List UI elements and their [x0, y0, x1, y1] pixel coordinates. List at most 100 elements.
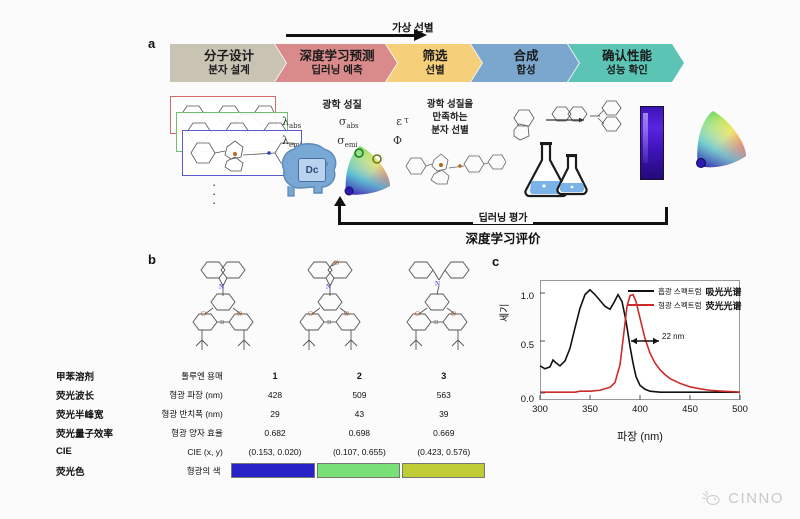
step-cn-label: 分子设计: [203, 48, 254, 63]
svg-text:O: O: [415, 310, 420, 318]
row-label-cn: 甲苯溶剂: [56, 371, 95, 383]
row-label-cn: 荧光波长: [56, 390, 95, 402]
cie-diagram-result: [696, 111, 746, 168]
cell-value: 39: [439, 408, 449, 419]
symbol-sigma-emi: σemi: [337, 134, 358, 150]
svg-text:B: B: [434, 319, 439, 326]
symbol-sigma-abs: σabs: [338, 115, 359, 131]
row-label-cn: 荧光半峰宽: [56, 409, 104, 421]
legend-label-cn: 荧光光谱: [705, 300, 742, 311]
panel-a-letter: a: [148, 36, 156, 51]
svg-text:O: O: [344, 310, 349, 318]
step-molecular-design[interactable]: 分子设计 분자 설계: [170, 44, 286, 82]
panel-c-letter: c: [492, 254, 500, 269]
panel-c-spectra: c 0.0 0.5 1.0 300 350 400 450 500 세기 파장 …: [488, 248, 800, 458]
cell-value: 0.682: [264, 427, 286, 438]
legend-swatch-emission: [628, 304, 654, 306]
watermark-text: CINNO: [728, 490, 784, 507]
cell-value: (0.153, 0.020): [248, 446, 302, 457]
optical-symbol-row-2: λemi σemi Φ: [282, 134, 402, 149]
step-kr-label: 성능 확인: [606, 64, 648, 77]
color-swatch-1: [231, 463, 315, 478]
synthesis-flasks-icon: [524, 142, 588, 198]
row-label-kr: 형광 양자 효율: [171, 427, 223, 438]
ytick-1: 0.5: [520, 340, 534, 351]
xtick-0: 300: [532, 404, 548, 415]
step-cn-label: 确认性能: [601, 48, 652, 63]
ellipsis-vertical: ···: [212, 177, 217, 210]
cell-value: 1: [272, 370, 278, 381]
svg-text:O: O: [334, 259, 339, 267]
xtick-1: 350: [582, 404, 598, 415]
compound-structures-row: N O O B: [175, 256, 485, 364]
row-label-cn: CIE: [56, 446, 72, 457]
screened-molecules-sketch: [405, 153, 506, 185]
optical-properties-block: 광학 성질 λabs σabs ε λemi σemi Φ τ: [272, 96, 412, 149]
color-swatch-3: [401, 463, 485, 478]
svg-text:N: N: [219, 283, 224, 291]
compound-structure-2: O N O O B: [299, 259, 361, 350]
symbol-epsilon: ε: [396, 115, 402, 128]
virtual-screening-label: 가상 선별: [392, 22, 434, 34]
legend-item-absorption: 흡광 스펙트럼 吸光光谱: [628, 284, 742, 298]
cell-value: 43: [354, 408, 365, 419]
legend-label-cn: 吸光光谱: [705, 286, 742, 297]
svg-text:O: O: [201, 310, 206, 318]
ytick-2: 1.0: [520, 291, 534, 302]
panel-b-letter: b: [148, 252, 156, 267]
symbol-tau: τ: [404, 116, 409, 126]
step-screening[interactable]: 筛选 선별: [386, 44, 482, 82]
compound-structure-1: N O O B: [192, 261, 254, 350]
spectra-plot-area: [540, 280, 740, 400]
row-label-cn: 荧光量子效率: [56, 428, 114, 440]
row-label-kr: 형광 파장 (nm): [169, 389, 223, 400]
cell-value: 0.698: [348, 427, 371, 438]
virtual-screening-arrow: [286, 28, 434, 42]
cell-value: 29: [270, 408, 280, 419]
table-row-color: 荧光色 형광의 색: [56, 461, 486, 480]
compound-structure-3: N O O B: [406, 261, 470, 350]
cinno-logo-icon: [702, 490, 720, 505]
candidate-molecule-box-3: [182, 130, 302, 176]
color-swatch-2: [316, 463, 400, 478]
row-label-cn: 荧光色: [56, 466, 85, 478]
legend-swatch-absorption: [628, 290, 654, 292]
cell-value: 428: [267, 389, 283, 400]
screening-line-2: 만족하는: [432, 111, 468, 123]
step-kr-label: 선별: [425, 64, 445, 77]
cell-value: 563: [436, 389, 451, 400]
legend-label-kr: 흡광 스펙트럼: [658, 286, 702, 296]
row-label-kr: 형광 반치폭 (nm): [161, 408, 223, 419]
step-deep-learning-prediction[interactable]: 深度学习预测 딥러닝 예측: [275, 44, 397, 82]
cell-value: 0.669: [433, 427, 455, 438]
properties-table: 甲苯溶剂 톨루엔 용매 1 2 3 荧光波长 형광 파장 (nm) 428 50…: [56, 366, 486, 480]
feedback-label-cn: 深度学习评价: [465, 232, 541, 246]
svg-text:B: B: [327, 319, 332, 326]
ytick-0: 0.0: [520, 394, 534, 405]
cell-value: 2: [356, 370, 362, 381]
cell-value: (0.107, 0.655): [332, 446, 386, 457]
fwhm-annotation-label: 22 nm: [662, 332, 685, 341]
row-label-kr: 톨루엔 용매: [181, 370, 223, 381]
table-row: 荧光波长 형광 파장 (nm) 428 509 563: [56, 385, 486, 404]
cell-value: 3: [441, 370, 447, 381]
cie-diagram-prediction: [344, 146, 390, 196]
step-cn-label: 合成: [513, 48, 539, 63]
svg-text:O: O: [237, 310, 242, 318]
svg-text:O: O: [451, 310, 456, 318]
workflow-chevrons: 分子设计 분자 설계 深度学习预测 딥러닝 예측 筛选 선별 合成 합성 确认性…: [170, 44, 673, 82]
y-axis-label: 세기: [500, 303, 511, 322]
svg-text:N: N: [326, 283, 331, 291]
step-performance-confirmation[interactable]: 确认性能 성능 확인: [568, 44, 684, 82]
row-label-kr: CIE (x, y): [187, 446, 223, 457]
xtick-3: 450: [682, 404, 698, 415]
legend-label-kr: 형광 스펙트럼: [658, 300, 702, 310]
table-row: 甲苯溶剂 톨루엔 용매 1 2 3: [56, 366, 486, 385]
x-axis-label: 파장 (nm): [617, 431, 663, 443]
step-cn-label: 筛选: [422, 48, 448, 63]
step-synthesis[interactable]: 合成 합성: [471, 44, 579, 82]
feedback-label-kr: 딥러닝 평가: [472, 209, 534, 224]
symbol-phi: Φ: [392, 134, 402, 148]
spectra-curves: [540, 280, 740, 400]
fwhm-annotation-arrow: [631, 337, 659, 345]
